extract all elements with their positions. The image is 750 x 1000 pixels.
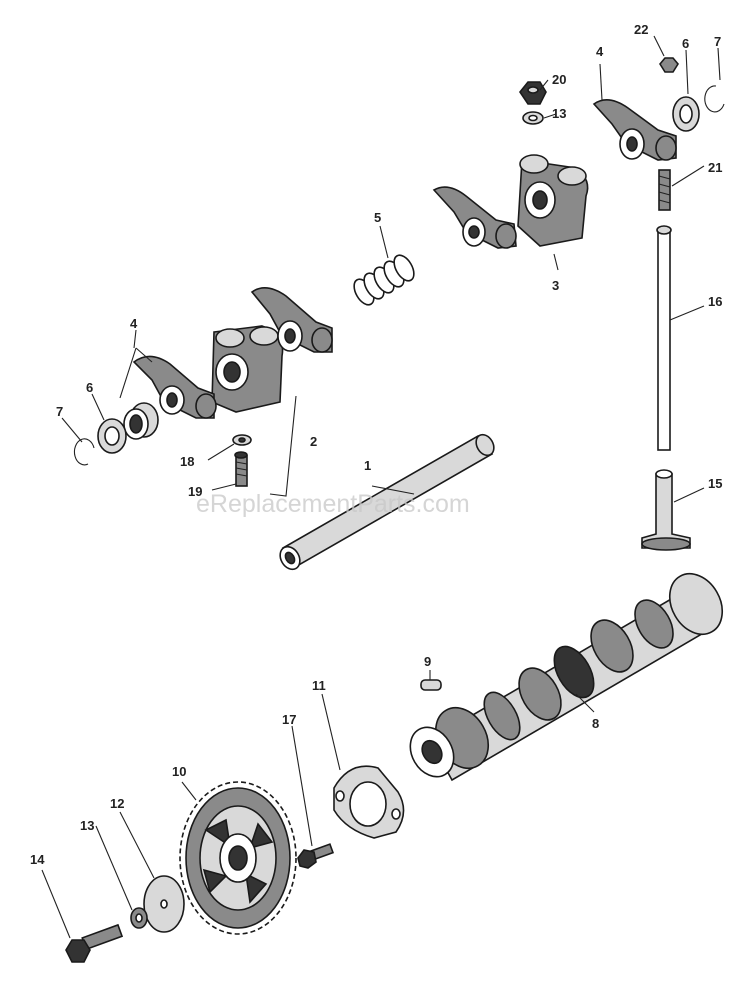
part-18-washer-left xyxy=(232,434,252,446)
part-2-rocker-bracket-left xyxy=(211,325,284,413)
callout-5: 5 xyxy=(374,210,381,225)
part-11-thrust-plate xyxy=(333,765,405,839)
callout-2: 2 xyxy=(310,434,317,449)
camshaft-lobe-3 xyxy=(518,667,562,721)
callout-20: 20 xyxy=(552,72,566,87)
camshaft-bearing-journal xyxy=(668,573,724,635)
callout-4-right: 4 xyxy=(596,44,604,59)
part-4-rocker-arm-bushing xyxy=(123,402,159,440)
camshaft-front-end xyxy=(409,726,455,778)
camshaft-lobe-2 xyxy=(483,691,521,741)
callout-11: 11 xyxy=(312,678,326,693)
part-6-washer-right xyxy=(672,96,700,132)
part-1-rocker-shaft xyxy=(279,433,495,571)
callout-8: 8 xyxy=(592,716,599,731)
callout-18: 18 xyxy=(180,454,194,469)
callout-21: 21 xyxy=(708,160,722,175)
rocker-arm-center xyxy=(250,287,333,353)
part-19-bracket-bolt xyxy=(234,451,248,487)
rocker-arm-center-right xyxy=(432,186,517,249)
callout-4-left: 4 xyxy=(130,316,138,331)
part-17-screw xyxy=(297,843,335,869)
part-21-adjusting-screw xyxy=(658,169,671,211)
part-5-rocker-spring xyxy=(353,254,415,306)
callout-15: 15 xyxy=(708,476,722,491)
callout-7-right: 7 xyxy=(714,34,721,49)
callout-1: 1 xyxy=(364,458,371,473)
camshaft-lobe-4 xyxy=(590,619,634,673)
callout-16: 16 xyxy=(708,294,722,309)
callout-13-bottom: 13 xyxy=(80,818,94,833)
callout-17: 17 xyxy=(282,712,296,727)
part-4-rocker-arm-left xyxy=(132,355,217,419)
part-7-retaining-ring-left xyxy=(73,438,95,466)
part-9-woodruff-key xyxy=(420,679,442,691)
callout-3: 3 xyxy=(552,278,559,293)
part-14-cap-screw xyxy=(65,923,124,963)
part-12-thrust-washer xyxy=(143,875,185,933)
part-15-tappet xyxy=(641,469,691,551)
camshaft-lobe-5 xyxy=(634,599,674,649)
leader-lines xyxy=(41,35,721,939)
part-13-washer-top xyxy=(522,111,544,125)
part-3-rocker-bracket-right xyxy=(517,154,589,247)
part-4-rocker-arm-right xyxy=(592,99,677,161)
part-8-camshaft xyxy=(409,573,724,782)
callout-labels: 1 2 3 4 4 5 6 6 7 7 8 9 10 11 12 13 13 1… xyxy=(30,22,722,867)
callout-12: 12 xyxy=(110,796,124,811)
callout-6-left: 6 xyxy=(86,380,93,395)
callout-6-right: 6 xyxy=(682,36,689,51)
callout-10: 10 xyxy=(172,764,186,779)
part-20-nut xyxy=(519,81,547,105)
callout-19: 19 xyxy=(188,484,202,499)
callout-22: 22 xyxy=(634,22,648,37)
part-7-retaining-ring-right xyxy=(704,85,725,113)
part-6-washer-left xyxy=(97,418,127,454)
part-22-adjusting-nut xyxy=(659,57,679,73)
part-10-cam-gear xyxy=(179,781,297,935)
part-13-lock-washer xyxy=(130,907,148,929)
callout-9: 9 xyxy=(424,654,431,669)
part-16-push-rod xyxy=(656,225,672,451)
watermark-text: eReplacementParts.com xyxy=(196,490,470,518)
camshaft-drive-gear xyxy=(553,645,595,699)
callout-13-top: 13 xyxy=(552,106,566,121)
callout-14: 14 xyxy=(30,852,45,867)
callout-7-left: 7 xyxy=(56,404,63,419)
